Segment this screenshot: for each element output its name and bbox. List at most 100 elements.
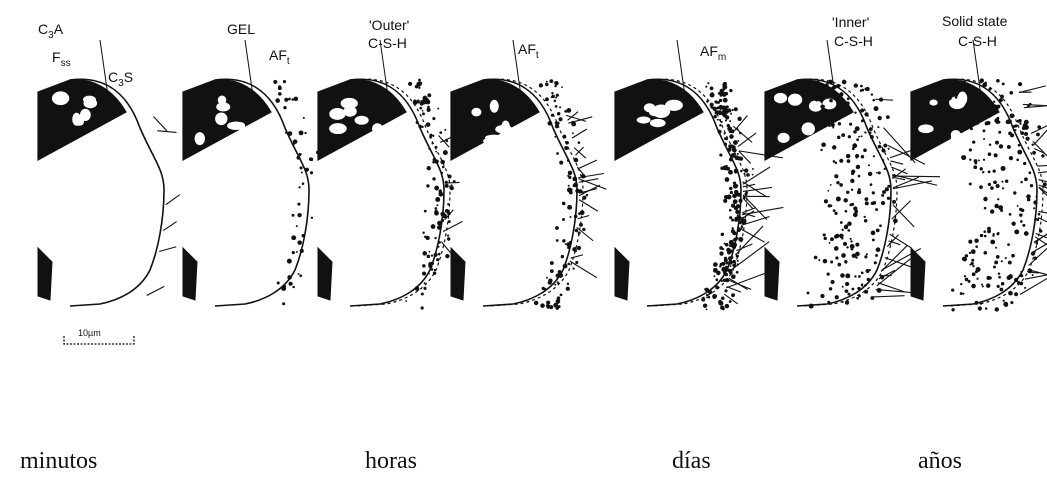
panel-2-hydrate-dot xyxy=(310,171,313,174)
panel-3-hydrate-dot xyxy=(425,100,430,105)
panel-6-hydrate-dot xyxy=(864,284,867,287)
panel-7-hydrate-dot xyxy=(1036,196,1038,198)
panel-5-hydrate-dot xyxy=(736,271,739,274)
panel-6-hydrate-dot xyxy=(828,119,832,123)
panel-6-hydrate-dot xyxy=(842,301,844,303)
panel-3-hydrate-dot xyxy=(434,207,437,210)
panel-6-hydrate-dot xyxy=(871,202,874,205)
panel-7-hydrate-dot xyxy=(1034,201,1036,203)
panel-4-hydrate-dot xyxy=(550,269,554,273)
panel-4-needle-crystal xyxy=(578,216,589,219)
panel-6-hydrate-dot xyxy=(829,287,832,290)
panel-5-hydrate-dot xyxy=(725,177,730,182)
panel-5-hydrate-dot xyxy=(716,107,719,110)
panel-6-hydrate-dot xyxy=(846,191,849,194)
panel-7-hydrate-dot xyxy=(965,107,970,112)
panel-7-hydrate-dot xyxy=(1002,82,1005,85)
panel-4-hydrate-dot xyxy=(540,303,545,308)
panel-3-hydrate-dot xyxy=(421,293,424,296)
panel-6-c3a-blob xyxy=(774,93,787,103)
panel-7-hydrate-dot xyxy=(977,106,979,108)
label-solid-csh: C-S-H xyxy=(958,33,997,49)
panel-2-hydrate-dot xyxy=(287,275,292,280)
panel-7-hydrate-dot xyxy=(1032,151,1036,155)
panel-3-hydrate-dot xyxy=(428,262,432,266)
panel-6-hydrate-dot xyxy=(872,191,875,194)
panel-6-hydrate-dot xyxy=(866,87,870,91)
panel-4-hydrate-dot xyxy=(551,92,553,94)
panel-2-hydrate-dot xyxy=(277,281,280,284)
panel-3-hydrate-dot xyxy=(434,253,438,257)
panel-6-hydrate-dot xyxy=(834,246,839,251)
panel-5-hydrate-dot xyxy=(701,298,705,302)
panel-3-hydrate-dot xyxy=(441,219,444,222)
panel-2-hydrate-dot xyxy=(282,302,285,305)
panel-3-hydrate-dot xyxy=(431,224,436,229)
panel-6-hydrate-dot xyxy=(853,206,857,210)
panel-7-hydrate-dot xyxy=(1033,207,1035,209)
panel-6-needle-crystal xyxy=(873,296,904,297)
panel-7-hydrate-dot xyxy=(997,285,1000,288)
panel-7-hydrate-dot xyxy=(963,84,965,86)
panel-4-hydrate-dot xyxy=(568,176,571,179)
panel-7-hydrate-dot xyxy=(947,96,951,100)
panel-6-hydrate-dot xyxy=(850,244,855,249)
panel-5-hydrate-dot xyxy=(743,173,745,175)
panel-6-hydrate-dot xyxy=(865,201,869,205)
panel-7-hydrate-dot xyxy=(985,121,989,125)
panel-6-hydrate-dot xyxy=(873,155,875,157)
panel-7-hydrate-dot xyxy=(965,278,969,282)
panel-4-hydrate-dot xyxy=(534,301,538,305)
panel-7-hydrate-dot xyxy=(971,259,974,262)
panel-6-hydrate-dot xyxy=(832,145,836,149)
panel-7-c3a-blob xyxy=(951,130,961,139)
panel-7-hydrate-dot xyxy=(1026,194,1031,199)
panel-4-hydrate-dot xyxy=(575,229,579,233)
panel-7-hydrate-dot xyxy=(1017,150,1022,155)
panel-4-hydrate-dot xyxy=(569,190,573,194)
panel-6-hydrate-dot xyxy=(841,133,845,137)
panel-4-c3a-crystal xyxy=(451,80,539,160)
panel-5-hydrate-dot xyxy=(729,209,732,212)
panel-7-hydrate-dot xyxy=(1019,213,1022,216)
panel-5-hydrate-dot xyxy=(729,157,733,161)
panel-7-hydrate-dot xyxy=(960,283,962,285)
panel-6-hydrate-dot xyxy=(878,145,882,149)
panel-7-hydrate-dot xyxy=(955,85,959,89)
panel-6-hydrate-dot xyxy=(842,80,847,85)
panel-5-hydrate-dot xyxy=(723,98,728,103)
panel-7-hydrate-dot xyxy=(971,284,976,289)
panel-3-hydrate-dot xyxy=(426,108,430,112)
panel-3-hydrate-dot xyxy=(432,161,435,164)
panel-4-hydrate-dot xyxy=(567,246,570,249)
panel-7-hydrate-dot xyxy=(951,288,954,291)
panel-7-hydrate-dot xyxy=(988,152,992,156)
panel-2-hydrate-dot xyxy=(302,234,305,237)
panel-3-c3a-blob xyxy=(355,116,369,125)
panel-6-hydrate-dot xyxy=(870,183,873,186)
panel-7-hydrate-dot xyxy=(996,255,1000,259)
panel-5-c3a-blob xyxy=(637,117,651,124)
panel-7-hydrate-dot xyxy=(1009,91,1013,95)
panel-4-hydrate-dot xyxy=(545,97,549,101)
panel-3-hydrate-dot xyxy=(440,160,445,165)
panel-6-hydrate-dot xyxy=(881,148,885,152)
panel-3-hydrate-dot xyxy=(421,125,424,128)
panel-7-hydrate-dot xyxy=(992,235,994,237)
panel-7-hydrate-dot xyxy=(983,230,986,233)
panel-4-hydrate-dot xyxy=(557,281,559,283)
panel-4-hydrate-dot xyxy=(566,287,570,291)
panel-3-hydrate-dot xyxy=(438,241,441,244)
panel-6-hydrate-dot xyxy=(809,304,814,309)
panel-2-hydrate-dot xyxy=(283,106,286,109)
panel-7-needle-crystal xyxy=(1038,218,1047,228)
panel-3-hydrate-dot xyxy=(432,177,435,180)
panel-3-hydrate-dot xyxy=(429,251,431,253)
panel-4-hydrate-dot xyxy=(558,305,561,308)
panel-7-hydrate-dot xyxy=(973,165,977,169)
panel-7-hydrate-dot xyxy=(998,272,1000,274)
panel-5-hydrate-dot xyxy=(725,144,727,146)
panel-7-hydrate-dot xyxy=(968,101,973,106)
panel-5-hydrate-dot xyxy=(724,289,727,292)
panel-7-hydrate-dot xyxy=(979,185,983,189)
